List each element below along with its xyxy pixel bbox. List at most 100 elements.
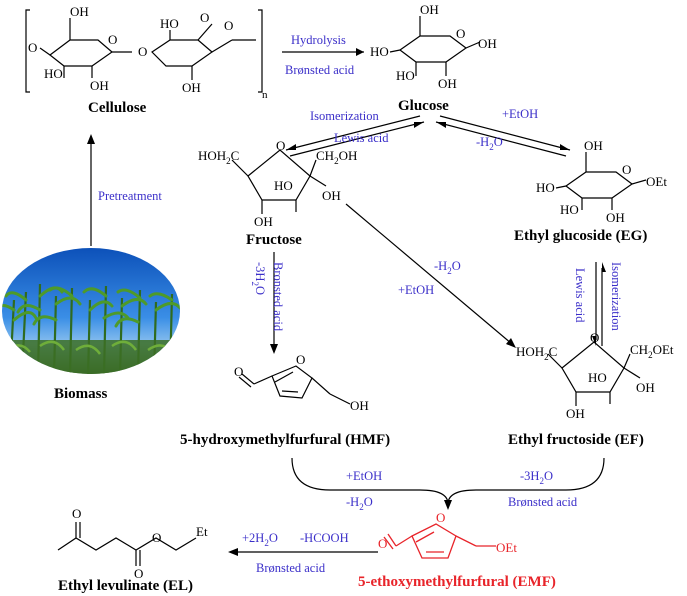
etoh-arrow-up (435, 121, 567, 157)
fructose-label: Fructose (246, 232, 302, 248)
hmf-label: 5-hydroxymethylfurfural (HMF) (180, 432, 390, 448)
isomerization-label-2: Isomerization (609, 262, 623, 331)
emf-oet: OEt (496, 540, 517, 555)
glucose-oh-bottom: OH (438, 76, 457, 91)
emf-structure: O O OEt (378, 510, 517, 559)
cellulose-oh-top: OH (70, 4, 89, 19)
glucose-ho-bottom: HO (396, 68, 415, 83)
cellulose-ho: HO (44, 66, 63, 81)
cellulose-n: n (262, 89, 268, 101)
glucose-label: Glucose (398, 98, 449, 114)
emf-label: 5-ethoxymethylfurfural (EMF) (358, 574, 556, 590)
cellulose-o-right: O (224, 18, 233, 33)
ef-ch2oet-sub: 2 (648, 350, 653, 360)
h2o-label-1-o: O (494, 135, 503, 149)
eg-ho-left: HO (536, 180, 555, 195)
ef-oh-right: OH (636, 380, 655, 395)
brace-right (447, 457, 605, 505)
cellulose-oh-bottom: OH (90, 78, 109, 93)
h2o-label-2-text: -H (434, 259, 447, 273)
cellulose-label: Cellulose (88, 100, 147, 116)
cellulose-oh-right: OH (182, 80, 201, 95)
ethanolysis-arrow (345, 203, 513, 345)
eg-oet: OEt (646, 174, 667, 189)
h2o-label-5-text: -3H (520, 469, 539, 483)
h2o-label-1-text: -H (476, 135, 489, 149)
emf-furan-o: O (436, 510, 445, 525)
etoh-arrow-down (439, 115, 571, 151)
h2o-label-1-sub: 2 (489, 142, 494, 152)
fructose-ch2oh: CH2OH (316, 148, 357, 166)
h2o-label-4-text: -H (346, 495, 359, 509)
ef-hoh2c-text: HOH (516, 344, 544, 359)
glucose-oh-top: OH (420, 2, 439, 17)
el-et: Et (196, 524, 208, 539)
isomerization-arrowhead-down (286, 144, 296, 150)
cellulose-o-left: O (28, 40, 37, 55)
fructose-ho-center: HO (274, 178, 293, 193)
el-ester-o: O (152, 530, 161, 545)
ef-ho-center: HO (588, 370, 607, 385)
bronsted-acid-label-2: Bronsted acid (271, 262, 285, 332)
emf-aldehyde-o: O (378, 536, 387, 551)
rehydration-arrowhead (228, 548, 238, 556)
dehydration-arrowhead (270, 344, 278, 354)
biomass-label: Biomass (54, 386, 108, 402)
etoh-label-1: +EtOH (502, 107, 538, 121)
h2o-3-label-sub: 2 (250, 281, 260, 286)
biomass-image (2, 248, 180, 374)
hmf-furan-o: O (296, 352, 305, 367)
eg-ho-bottom: HO (560, 202, 579, 217)
brace-arrowhead (444, 500, 452, 510)
fructose-oh-right: OH (322, 188, 341, 203)
ethyl-levulinate-structure: O O O Et (57, 506, 208, 581)
h2o-label-5-o: O (544, 469, 553, 483)
fructose-ch2oh-text: CH (316, 148, 334, 163)
cellulose-ho-right: HO (160, 16, 179, 31)
cellulose-glycosidic-o: O (138, 44, 147, 59)
isomerization-2-label-group: Isomerization (609, 262, 623, 331)
h2o-label-2-sub: 2 (447, 266, 452, 276)
h2o-label-5: -3H2O (520, 469, 553, 486)
hmf-structure: O O OH (234, 352, 369, 413)
ef-ch2oet-text: CH (630, 342, 648, 357)
cellulose-ring-o-right: O (200, 10, 209, 25)
lewis-acid-2-label-group: Lewis acid (573, 268, 587, 323)
h2o-label-6: +2H2O (242, 531, 278, 548)
cellulose-ring-o-left: O (108, 32, 117, 47)
ef-hoh2c: HOH2C (516, 344, 557, 362)
h2o-label-6-text: +2H (242, 531, 264, 545)
glucose-ring-o: O (456, 26, 465, 41)
h2o-3-label: -3H2O (250, 262, 267, 295)
eg-ring-o: O (622, 162, 631, 177)
ef-ring-o: O (590, 330, 599, 345)
bronsted-acid-label-3: Brønsted acid (508, 495, 578, 509)
cellulose-structure: O OH HO OH O O HO O OH O n (25, 4, 268, 101)
eg-oh-bottom: OH (606, 210, 625, 225)
ef-oh-bottom: OH (566, 406, 585, 421)
hydrolysis-label: Hydrolysis (291, 33, 346, 47)
ef-hoh2c-c: C (549, 344, 558, 359)
etoh-label-2: +EtOH (398, 283, 434, 297)
ef-ch2oet-oet: OEt (653, 342, 674, 357)
bronsted-label-group: Bronsted acid (271, 262, 285, 332)
fructose-structure: HOH2C O CH2OH HO OH OH (198, 138, 357, 229)
etoh-label-3: +EtOH (346, 469, 382, 483)
pretreatment-label: Pretreatment (98, 189, 162, 203)
hcooh-label: -HCOOH (300, 531, 349, 545)
lewis-acid-label-1: Lewis acid (334, 131, 389, 145)
etoh-arrowhead-up (436, 122, 446, 128)
fructose-hoh2c-text: HOH (198, 148, 226, 163)
h2o-label-6-o: O (269, 531, 278, 545)
ethanolysis-arrowhead (506, 338, 516, 348)
ef-hoh2c-sub: 2 (544, 352, 549, 362)
ethyl-fructoside-label: Ethyl fructoside (EF) (508, 432, 644, 448)
h2o-label-1: -H2O (476, 135, 503, 152)
fructose-oh-bottom: OH (254, 214, 273, 229)
hydrolysis-acid-label: Brønsted acid (285, 63, 355, 77)
bronsted-acid-label-4: Brønsted acid (256, 561, 326, 575)
pretreatment-arrowhead (87, 134, 95, 144)
isomerization-label-1: Isomerization (310, 109, 379, 123)
ef-ch2oet: CH2OEt (630, 342, 674, 360)
h2o-label-4-sub: 2 (359, 502, 364, 512)
